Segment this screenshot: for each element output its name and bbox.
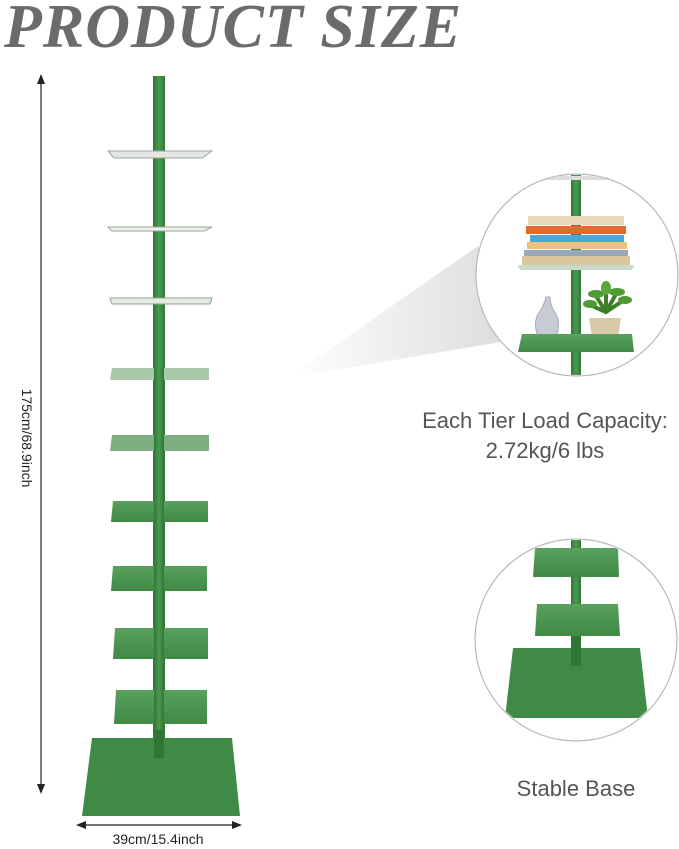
book-stack	[528, 216, 624, 225]
width-dimension-label: 39cm/15.4inch	[112, 831, 204, 847]
height-dimension-line	[37, 74, 45, 794]
shelf-detail-circle	[475, 173, 679, 377]
base-detail-circle	[474, 538, 678, 742]
zoom-cone	[288, 246, 512, 378]
bookshelf-tower	[82, 76, 240, 816]
width-dimension-line	[76, 821, 242, 829]
base-caption: Stable Base	[516, 776, 636, 801]
load-capacity-line-2: 2.72kg/6 lbs	[485, 438, 605, 463]
load-capacity-line-1: Each Tier Load Capacity:	[422, 408, 668, 433]
shelf-1	[106, 150, 214, 159]
load-capacity-caption: Each Tier Load Capacity: 2.72kg/6 lbs	[405, 406, 679, 466]
shelf-2	[106, 226, 213, 232]
page-title: PRODUCT SIZE	[4, 0, 463, 61]
tower-base	[82, 738, 240, 816]
shelf-3	[109, 297, 213, 305]
height-dimension-label: 175cm/68.9inch	[19, 388, 35, 488]
